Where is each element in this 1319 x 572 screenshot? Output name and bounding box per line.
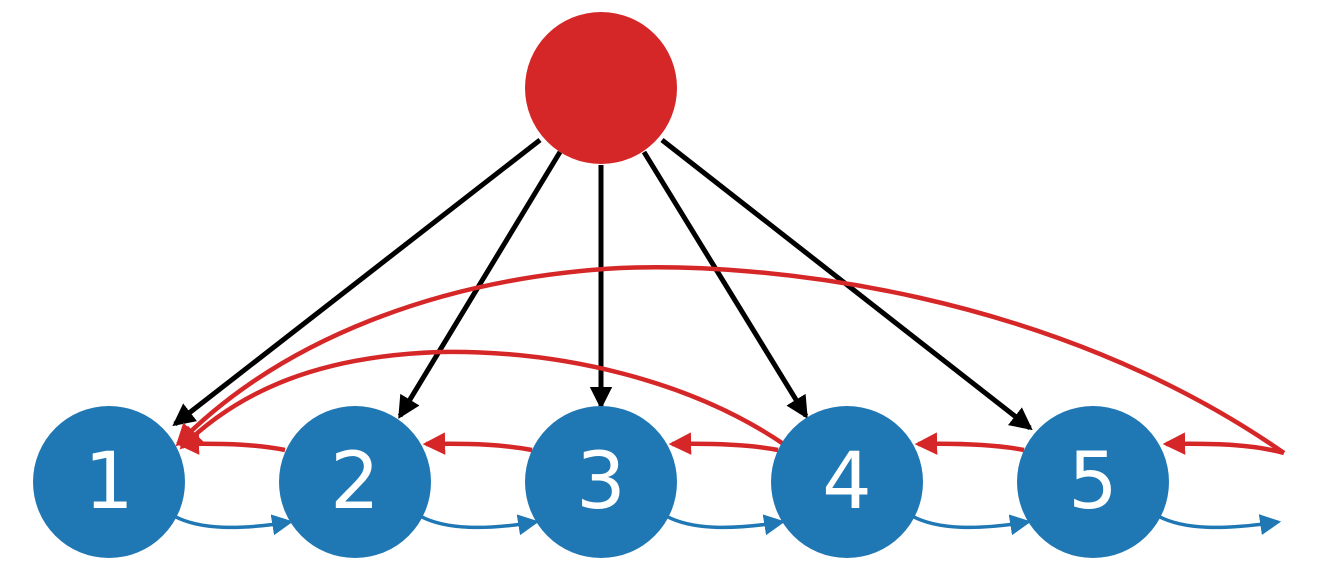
- edge-5-to-4: [914, 432, 1025, 455]
- node-4: 4: [771, 406, 923, 558]
- edge-4-to-3: [668, 432, 779, 455]
- edge-4-to-5: [911, 514, 1032, 536]
- node-1: 1: [33, 406, 185, 558]
- edge-2-to-1: [176, 432, 286, 455]
- node-3-label: 3: [576, 437, 626, 527]
- edge-5-to-1-long-arc: [175, 265, 1286, 455]
- root-node: [525, 12, 677, 164]
- edge-5-to-out: [1157, 514, 1282, 536]
- edge-root-to-1: [172, 138, 542, 427]
- edge-4-to-1-arc: [179, 349, 787, 450]
- node-2: 2: [279, 406, 431, 558]
- edge-3-to-2: [422, 432, 533, 455]
- node-3-circle: [525, 406, 677, 558]
- red-edges: [175, 265, 1286, 456]
- node-5: 5: [1017, 406, 1169, 558]
- edge-3-to-4: [665, 514, 786, 536]
- edge-root-to-4: [641, 150, 809, 419]
- edge-out-to-5: [1162, 432, 1285, 456]
- blue-edges: [173, 514, 1282, 536]
- node-3: 3: [525, 406, 677, 558]
- node-4-label: 4: [822, 437, 872, 527]
- edge-1-to-2: [173, 514, 294, 536]
- node-2-label: 2: [330, 437, 380, 527]
- node-5-label: 5: [1068, 437, 1118, 527]
- node-1-circle: [33, 406, 185, 558]
- nodes: 1 2 3 4 5: [33, 12, 1169, 558]
- node-4-circle: [771, 406, 923, 558]
- node-2-circle: [279, 406, 431, 558]
- node-5-circle: [1017, 406, 1169, 558]
- edge-root-to-2: [397, 150, 563, 419]
- root-edges: [172, 138, 1033, 431]
- edge-2-to-3: [419, 514, 540, 536]
- node-1-label: 1: [84, 437, 134, 527]
